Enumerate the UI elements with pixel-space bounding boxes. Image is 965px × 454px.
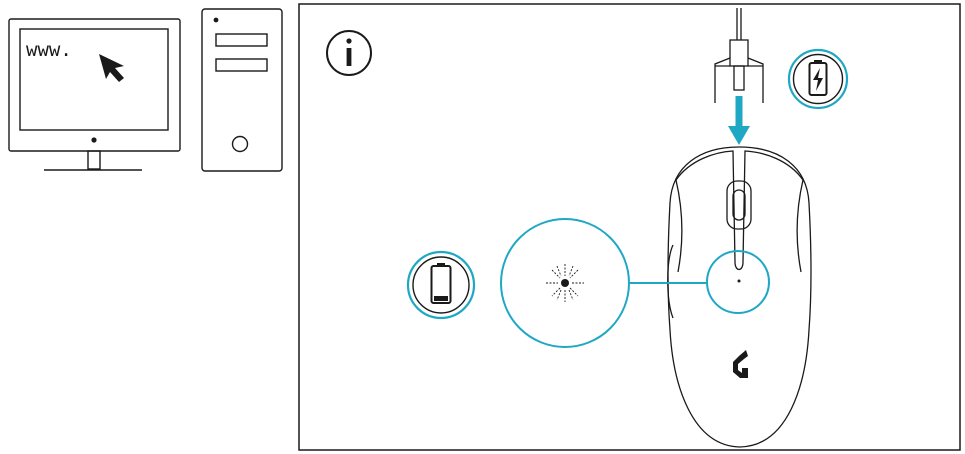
battery-charging-icon bbox=[787, 48, 849, 110]
monitor-neck bbox=[87, 150, 101, 170]
battery-low-icon bbox=[406, 250, 476, 320]
info-frame bbox=[298, 3, 961, 451]
status-led-icon bbox=[546, 264, 584, 302]
info-icon bbox=[326, 30, 372, 76]
scroll-wheel bbox=[726, 180, 752, 230]
g-logo-icon bbox=[733, 350, 748, 378]
url-text: www. bbox=[26, 39, 72, 61]
monitor-screen bbox=[19, 28, 169, 131]
monitor bbox=[8, 18, 181, 171]
led-zoom bbox=[500, 218, 770, 348]
drive-bay-2 bbox=[215, 58, 268, 72]
usb-cable bbox=[714, 8, 764, 103]
arrow-down-icon bbox=[728, 96, 750, 145]
pc-tower bbox=[201, 8, 283, 172]
side-buttons bbox=[667, 244, 674, 319]
mouse bbox=[667, 146, 812, 448]
drive-bay-1 bbox=[215, 33, 268, 47]
cursor-arrow-icon bbox=[99, 54, 124, 82]
power-button bbox=[231, 135, 249, 153]
